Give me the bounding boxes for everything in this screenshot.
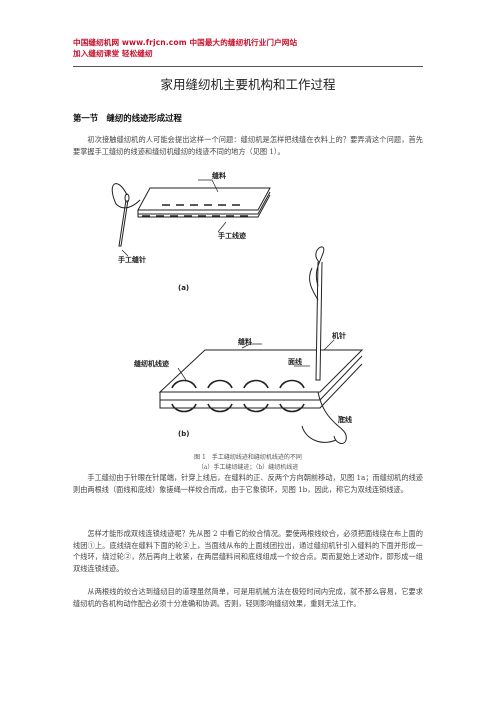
figure-caption: 图 1 手工缝纫线迹和缝纫机线迹的不同	[194, 454, 302, 461]
label-figure-b: (b)	[178, 430, 189, 438]
paragraph-intro: 初次接触缝纫机的人可能会提出这样一个问题：缝纫机是怎样把线缝在衣料上的？要弄清这…	[73, 135, 423, 156]
figure-subcaption: （a）手工缝纫缝迹；（b）缝纫机线迹	[197, 464, 299, 471]
paragraph-stitch-difference: 手工缝纫由于针眼在针尾端，针穿上线后，在缝料的正、反两个方向朝前移动，见图 1a…	[73, 473, 423, 494]
label-top-thread: 面线	[288, 357, 302, 366]
paragraph-interlock: 怎样才能形成双线连锁线迹呢？先从图 2 中看它的绞合情况。要使两根线绞合，必须把…	[73, 529, 423, 573]
header-divider	[73, 66, 423, 67]
label-machine-stitch: 缝纫机线迹	[134, 359, 169, 368]
paragraph-mechanism: 从两根线的绞合达到缝纫目的道理虽然简单，可是用机械方法在极短时间内完成，就不那么…	[73, 587, 423, 608]
figure-b-drawing	[158, 246, 364, 444]
section-heading: 第一节 缝纫的线迹形成过程	[73, 113, 182, 123]
label-machine-needle: 机针	[332, 331, 346, 340]
page-title: 家用缝纫机主要机构和工作过程	[160, 77, 336, 92]
label-fabric-b: 缝料	[238, 337, 252, 346]
site-banner-line1: 中国缝纫机网 www.frjcn.com 中国最大的缝纫机行业门户网站	[73, 38, 298, 47]
label-figure-a: (a)	[178, 284, 189, 292]
label-hand-stitch: 手工线迹	[218, 231, 246, 240]
figure-a-drawing	[111, 179, 271, 257]
label-hand-needle: 手工缝针	[118, 255, 146, 264]
label-fabric-a: 缝料	[212, 171, 226, 180]
site-banner-line2: 加入缝纫课堂 轻松缝纫	[73, 49, 153, 58]
label-bottom-thread: 底线	[338, 415, 352, 424]
